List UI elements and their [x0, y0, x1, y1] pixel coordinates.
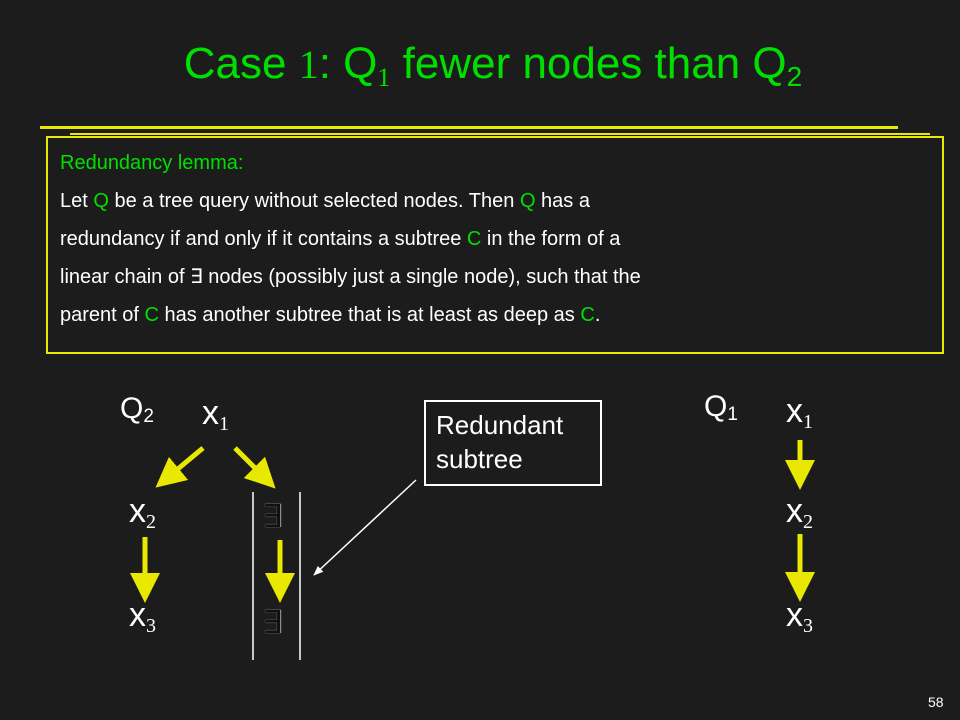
- lemma-segment: parent of: [60, 304, 145, 326]
- lemma-segment: ∃: [190, 266, 203, 288]
- lemma-highlight: C: [466, 228, 482, 250]
- lemma-segment: nodes (possibly just a single node), suc…: [202, 266, 641, 288]
- lemma-segment: Let: [60, 190, 94, 212]
- page-number: 58: [928, 694, 944, 710]
- lemma-line: Let Q be a tree query without selected n…: [60, 182, 930, 220]
- callout-pointer-arrow: [313, 479, 417, 576]
- q1-node-2: x2: [786, 492, 813, 533]
- lemma-highlight: C: [580, 304, 595, 326]
- lemma-highlight: Q: [519, 190, 536, 212]
- callout-line-1: Redundant: [436, 410, 564, 440]
- lemma-segment: has another subtree that is at least as …: [158, 304, 581, 326]
- q2-node-exists-1: ∃: [262, 497, 283, 535]
- q2-edge-root-right: [233, 446, 276, 489]
- box-top-accent: [70, 133, 930, 135]
- lemma-segment: be a tree query without selected nodes. …: [108, 190, 520, 212]
- q1-node-3: x3: [786, 596, 813, 637]
- lemma-segment: linear chain of: [60, 266, 191, 288]
- lemma-segment: in the form of a: [481, 228, 621, 250]
- lemma-highlight: C: [144, 304, 159, 326]
- title-underline: [40, 126, 898, 129]
- callout-line-2: subtree: [436, 444, 523, 474]
- q1-node-1: x1: [786, 392, 813, 433]
- q1-label: Q1: [704, 390, 738, 425]
- lemma-segment: redundancy if and only if it contains a …: [60, 228, 467, 250]
- q2-label: Q2: [120, 392, 154, 427]
- lemma-highlight: Q: [93, 190, 109, 212]
- redundant-subtree-callout: Redundant subtree: [424, 400, 602, 486]
- lemma-segment: has a: [535, 190, 590, 212]
- lemma-segment: .: [594, 304, 601, 326]
- slide-title: Case 1: Q1 fewer nodes than Q2: [183, 39, 803, 92]
- lemma-box: [46, 136, 944, 354]
- lemma-heading: Redundancy lemma:: [60, 152, 244, 174]
- q2-node-left-grandchild: x3: [129, 596, 156, 637]
- q2-node-left-child: x2: [129, 492, 156, 533]
- q2-node-exists-2: ∃: [262, 603, 283, 641]
- lemma-line: parent of C has another subtree that is …: [60, 296, 930, 334]
- lemma-line: redundancy if and only if it contains a …: [60, 220, 930, 258]
- lemma-text: Redundancy lemma: Let Q be a tree query …: [60, 144, 930, 334]
- q2-edge-root-left: [155, 446, 205, 488]
- lemma-line: linear chain of ∃ nodes (possibly just a…: [60, 258, 930, 296]
- q2-node-root: x1: [202, 394, 229, 435]
